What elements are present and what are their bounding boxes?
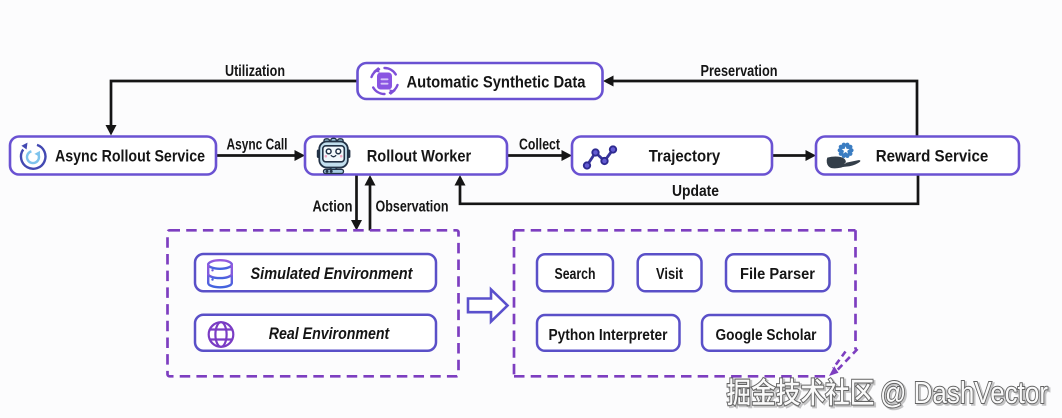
svg-text:Utilization: Utilization	[225, 63, 285, 80]
svg-text:Observation: Observation	[376, 199, 449, 216]
svg-text:Trajectory: Trajectory	[649, 146, 721, 165]
svg-text:Automatic Synthetic Data: Automatic Synthetic Data	[407, 72, 586, 91]
svg-text:Async Call: Async Call	[227, 137, 288, 154]
svg-text:Async Rollout Service: Async Rollout Service	[55, 146, 205, 165]
svg-text:File Parser: File Parser	[740, 266, 815, 283]
svg-text:Search: Search	[555, 266, 596, 283]
svg-text:Real Environment: Real Environment	[269, 325, 391, 343]
svg-text:@ DashVector: @ DashVector	[882, 377, 1050, 412]
svg-text:Google Scholar: Google Scholar	[716, 327, 817, 344]
svg-text:Python Interpreter: Python Interpreter	[549, 327, 668, 344]
svg-text:Visit: Visit	[656, 266, 683, 283]
svg-text:Reward Service: Reward Service	[876, 146, 989, 165]
svg-text:Action: Action	[313, 199, 353, 216]
svg-text:Collect: Collect	[519, 137, 560, 154]
svg-text:Rollout Worker: Rollout Worker	[367, 146, 472, 165]
svg-text:Preservation: Preservation	[701, 63, 778, 80]
svg-text:@ DashVector: @ DashVector	[880, 375, 1048, 410]
svg-text:Simulated Environment: Simulated Environment	[251, 265, 414, 283]
svg-text:Update: Update	[672, 183, 719, 200]
